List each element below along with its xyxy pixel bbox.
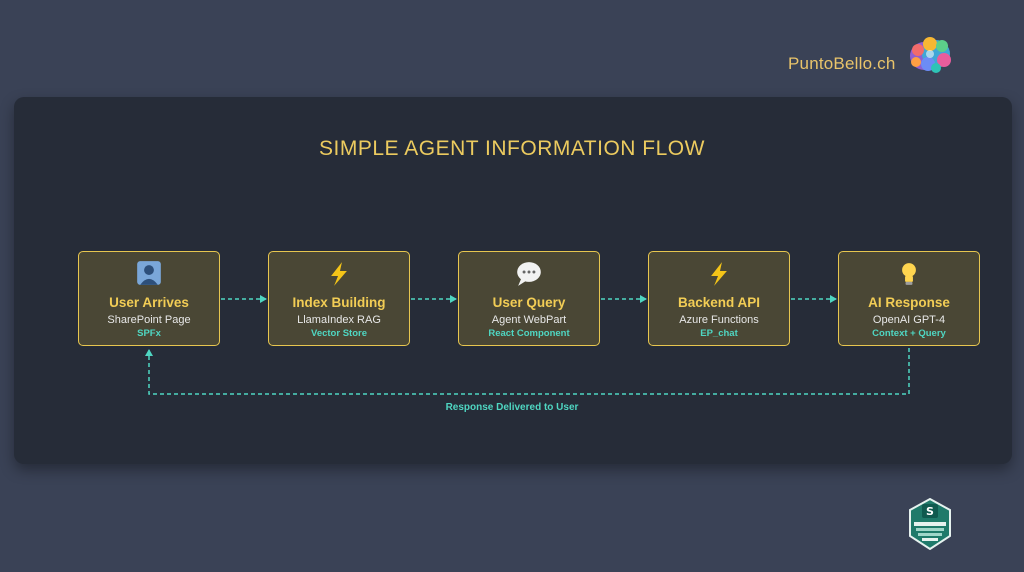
node-title: User Arrives [109, 295, 189, 310]
node-subtitle: Azure Functions [679, 314, 759, 326]
node-subtitle: SharePoint Page [107, 314, 191, 326]
brand-name: PuntoBello.ch [788, 54, 896, 73]
node-tag: Vector Store [311, 328, 367, 339]
node-index-building: Index Building LlamaIndex RAG Vector Sto… [268, 251, 410, 346]
lightning-icon [711, 262, 727, 286]
node-ai-response: AI Response OpenAI GPT-4 Context + Query [838, 251, 980, 346]
brain-logo-icon [910, 37, 951, 73]
node-title: User Query [492, 295, 566, 310]
return-loop-arrow [145, 348, 910, 395]
node-tag: EP_chat [700, 328, 738, 339]
node-subtitle: Agent WebPart [491, 314, 567, 326]
node-tag: React Component [488, 328, 570, 339]
node-tag: SPFx [137, 328, 161, 339]
node-title: Index Building [292, 295, 386, 310]
sharepoint-hackathon-badge-icon: S [909, 498, 951, 550]
node-subtitle: OpenAI GPT-4 [872, 314, 946, 326]
node-subtitle: LlamaIndex RAG [297, 314, 381, 326]
node-tag: Context + Query [872, 328, 946, 339]
node-title: AI Response [868, 295, 950, 310]
node-title: Backend API [677, 295, 761, 310]
user-silhouette-icon [137, 261, 161, 285]
lightning-icon [331, 262, 347, 286]
node-user-query: User Query Agent WebPart React Component [458, 251, 600, 346]
speech-bubble-icon [517, 262, 541, 286]
node-backend-api: Backend API Azure Functions EP_chat [648, 251, 790, 346]
node-user-arrives: User Arrives SharePoint Page SPFx [78, 251, 220, 346]
diagram-title: SIMPLE AGENT INFORMATION FLOW [319, 137, 705, 160]
lightbulb-icon [902, 263, 916, 285]
badge-letter: S [926, 505, 934, 518]
return-loop-label: Response Delivered to User [445, 402, 579, 413]
